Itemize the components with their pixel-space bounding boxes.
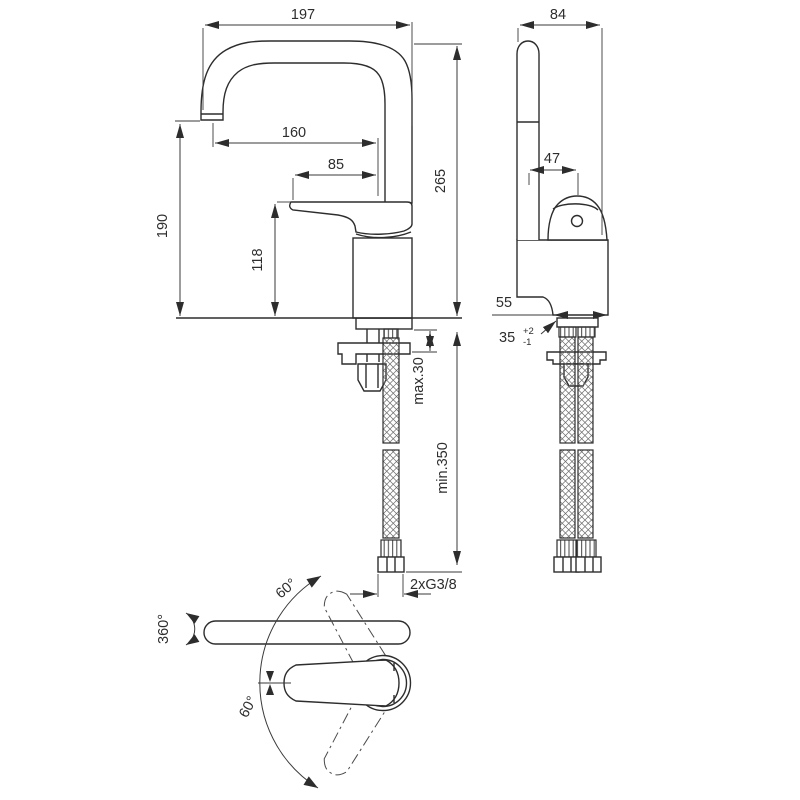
side-spout-tube xyxy=(516,40,540,240)
dim-label-spout-reach: 160 xyxy=(282,125,306,141)
side-flex-hose-upper xyxy=(559,336,576,444)
front-spout xyxy=(200,40,413,204)
dim-label-hole-tol-plus: +2 xyxy=(523,326,534,337)
front-hose-ferrule xyxy=(380,539,402,558)
dim-label-angle-down: 60° xyxy=(236,694,260,721)
side-base-plate xyxy=(556,317,599,328)
arc-arrow-top xyxy=(306,576,321,588)
front-hose-connector-nut xyxy=(377,556,405,573)
dim-label-height-total: 265 xyxy=(433,169,449,193)
front-hose-nipple xyxy=(383,328,399,339)
side-flex-hose-lower xyxy=(559,449,576,539)
dim-label-height-lever: 118 xyxy=(250,248,266,271)
side-undercounter-assembly xyxy=(546,317,607,573)
dim-label-hole-tol-minus: -1 xyxy=(523,337,531,348)
front-lever-handle xyxy=(289,201,413,235)
dim-label-angle-up: 60° xyxy=(273,576,300,602)
dim-label-counter-max: max.30 xyxy=(411,357,427,405)
dim-label-lever-offset: 47 xyxy=(544,151,560,167)
side-view xyxy=(516,40,609,573)
front-base-plate xyxy=(355,317,413,330)
dim-label-connection: 2xG3/8 xyxy=(410,577,457,593)
dim-label-depth-total: 84 xyxy=(550,7,566,23)
side-hose-connector-nut xyxy=(553,556,580,573)
dim-label-lever-reach: 85 xyxy=(328,157,344,173)
dim-label-spout-reach-total: 197 xyxy=(291,7,315,23)
front-mounting-nut xyxy=(357,363,387,392)
side-hose-nipple xyxy=(558,326,577,338)
side-mounting-bracket xyxy=(546,351,607,365)
front-flex-hose-lower xyxy=(382,449,400,539)
side-lever-top-contour xyxy=(552,203,599,211)
front-undercounter-assembly xyxy=(337,317,413,573)
dim-label-base-depth: 55 xyxy=(496,295,512,311)
front-view xyxy=(176,40,462,573)
side-lever-knob xyxy=(547,195,608,241)
front-flex-hose-upper xyxy=(382,337,400,444)
front-cartridge-ring xyxy=(355,231,412,239)
dim-label-height-outlet: 190 xyxy=(155,214,171,238)
plan-lever-handle xyxy=(283,659,400,707)
dim-label-hose-min: min.350 xyxy=(435,442,451,494)
side-faucet-body xyxy=(516,239,609,316)
side-lever-button xyxy=(570,214,584,228)
dimensions: 197 160 85 265 190 118 max.30 min.350 xyxy=(155,7,607,721)
side-hose-ferrule xyxy=(556,539,577,558)
dim-label-swivel: 360° xyxy=(156,614,172,644)
front-faucet-body xyxy=(352,237,413,319)
plan-lever-swing-arc xyxy=(259,575,322,789)
plan-spout xyxy=(203,620,411,645)
arc-arrow-bottom xyxy=(303,776,318,788)
plan-view xyxy=(185,575,412,789)
dim-label-mounting-hole: 35 xyxy=(499,330,515,346)
